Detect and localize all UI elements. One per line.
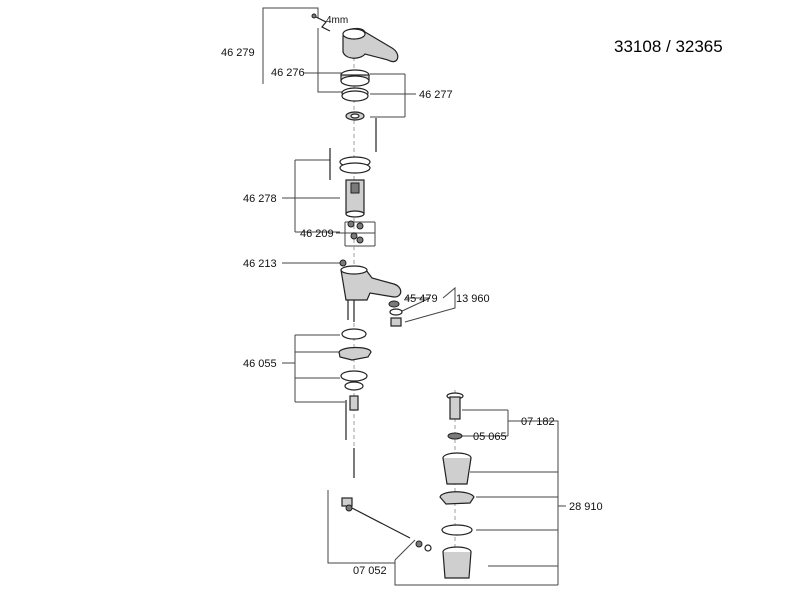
waste-body-part	[439, 452, 475, 579]
seal-set-part	[347, 220, 364, 244]
part-label-07052: 07 052	[353, 565, 387, 577]
part-label-28910: 28 910	[569, 501, 603, 513]
fixing-set-part	[338, 328, 372, 440]
pop-up-plug-part	[446, 392, 464, 440]
part-label-46278: 46 278	[243, 193, 277, 205]
part-label-46213: 46 213	[243, 258, 277, 270]
part-label-13960: 13 960	[456, 293, 490, 305]
part-label-46209: 46 209	[300, 228, 334, 240]
leader-lines	[262, 7, 566, 586]
pivot-rod-part	[341, 497, 432, 552]
part-label-46279: 46 279	[221, 47, 255, 59]
part-label-45479: 45 479	[404, 293, 438, 305]
model-number-title: 33108 / 32365	[614, 37, 723, 56]
aerator-part	[388, 300, 403, 327]
part-label-05065: 05 065	[473, 431, 507, 443]
cover-ring-part	[341, 87, 369, 102]
part-label-46277: 46 277	[419, 89, 453, 101]
mixer-body-part	[339, 259, 402, 322]
part-label-46276: 46 276	[271, 67, 305, 79]
tool-size-label: 4mm	[326, 15, 348, 26]
part-labels: 46 279 46 276 46 277 46 278 46 209 46 21…	[221, 15, 603, 577]
cap-ring-part	[340, 69, 370, 87]
hex-key-icon	[311, 13, 331, 32]
washer-part	[345, 111, 365, 121]
cartridge-part	[339, 156, 371, 218]
lever-handle-part	[342, 27, 399, 63]
part-label-07182: 07 182	[521, 416, 555, 428]
part-label-46055: 46 055	[243, 358, 277, 370]
mounting-studs	[329, 118, 377, 180]
